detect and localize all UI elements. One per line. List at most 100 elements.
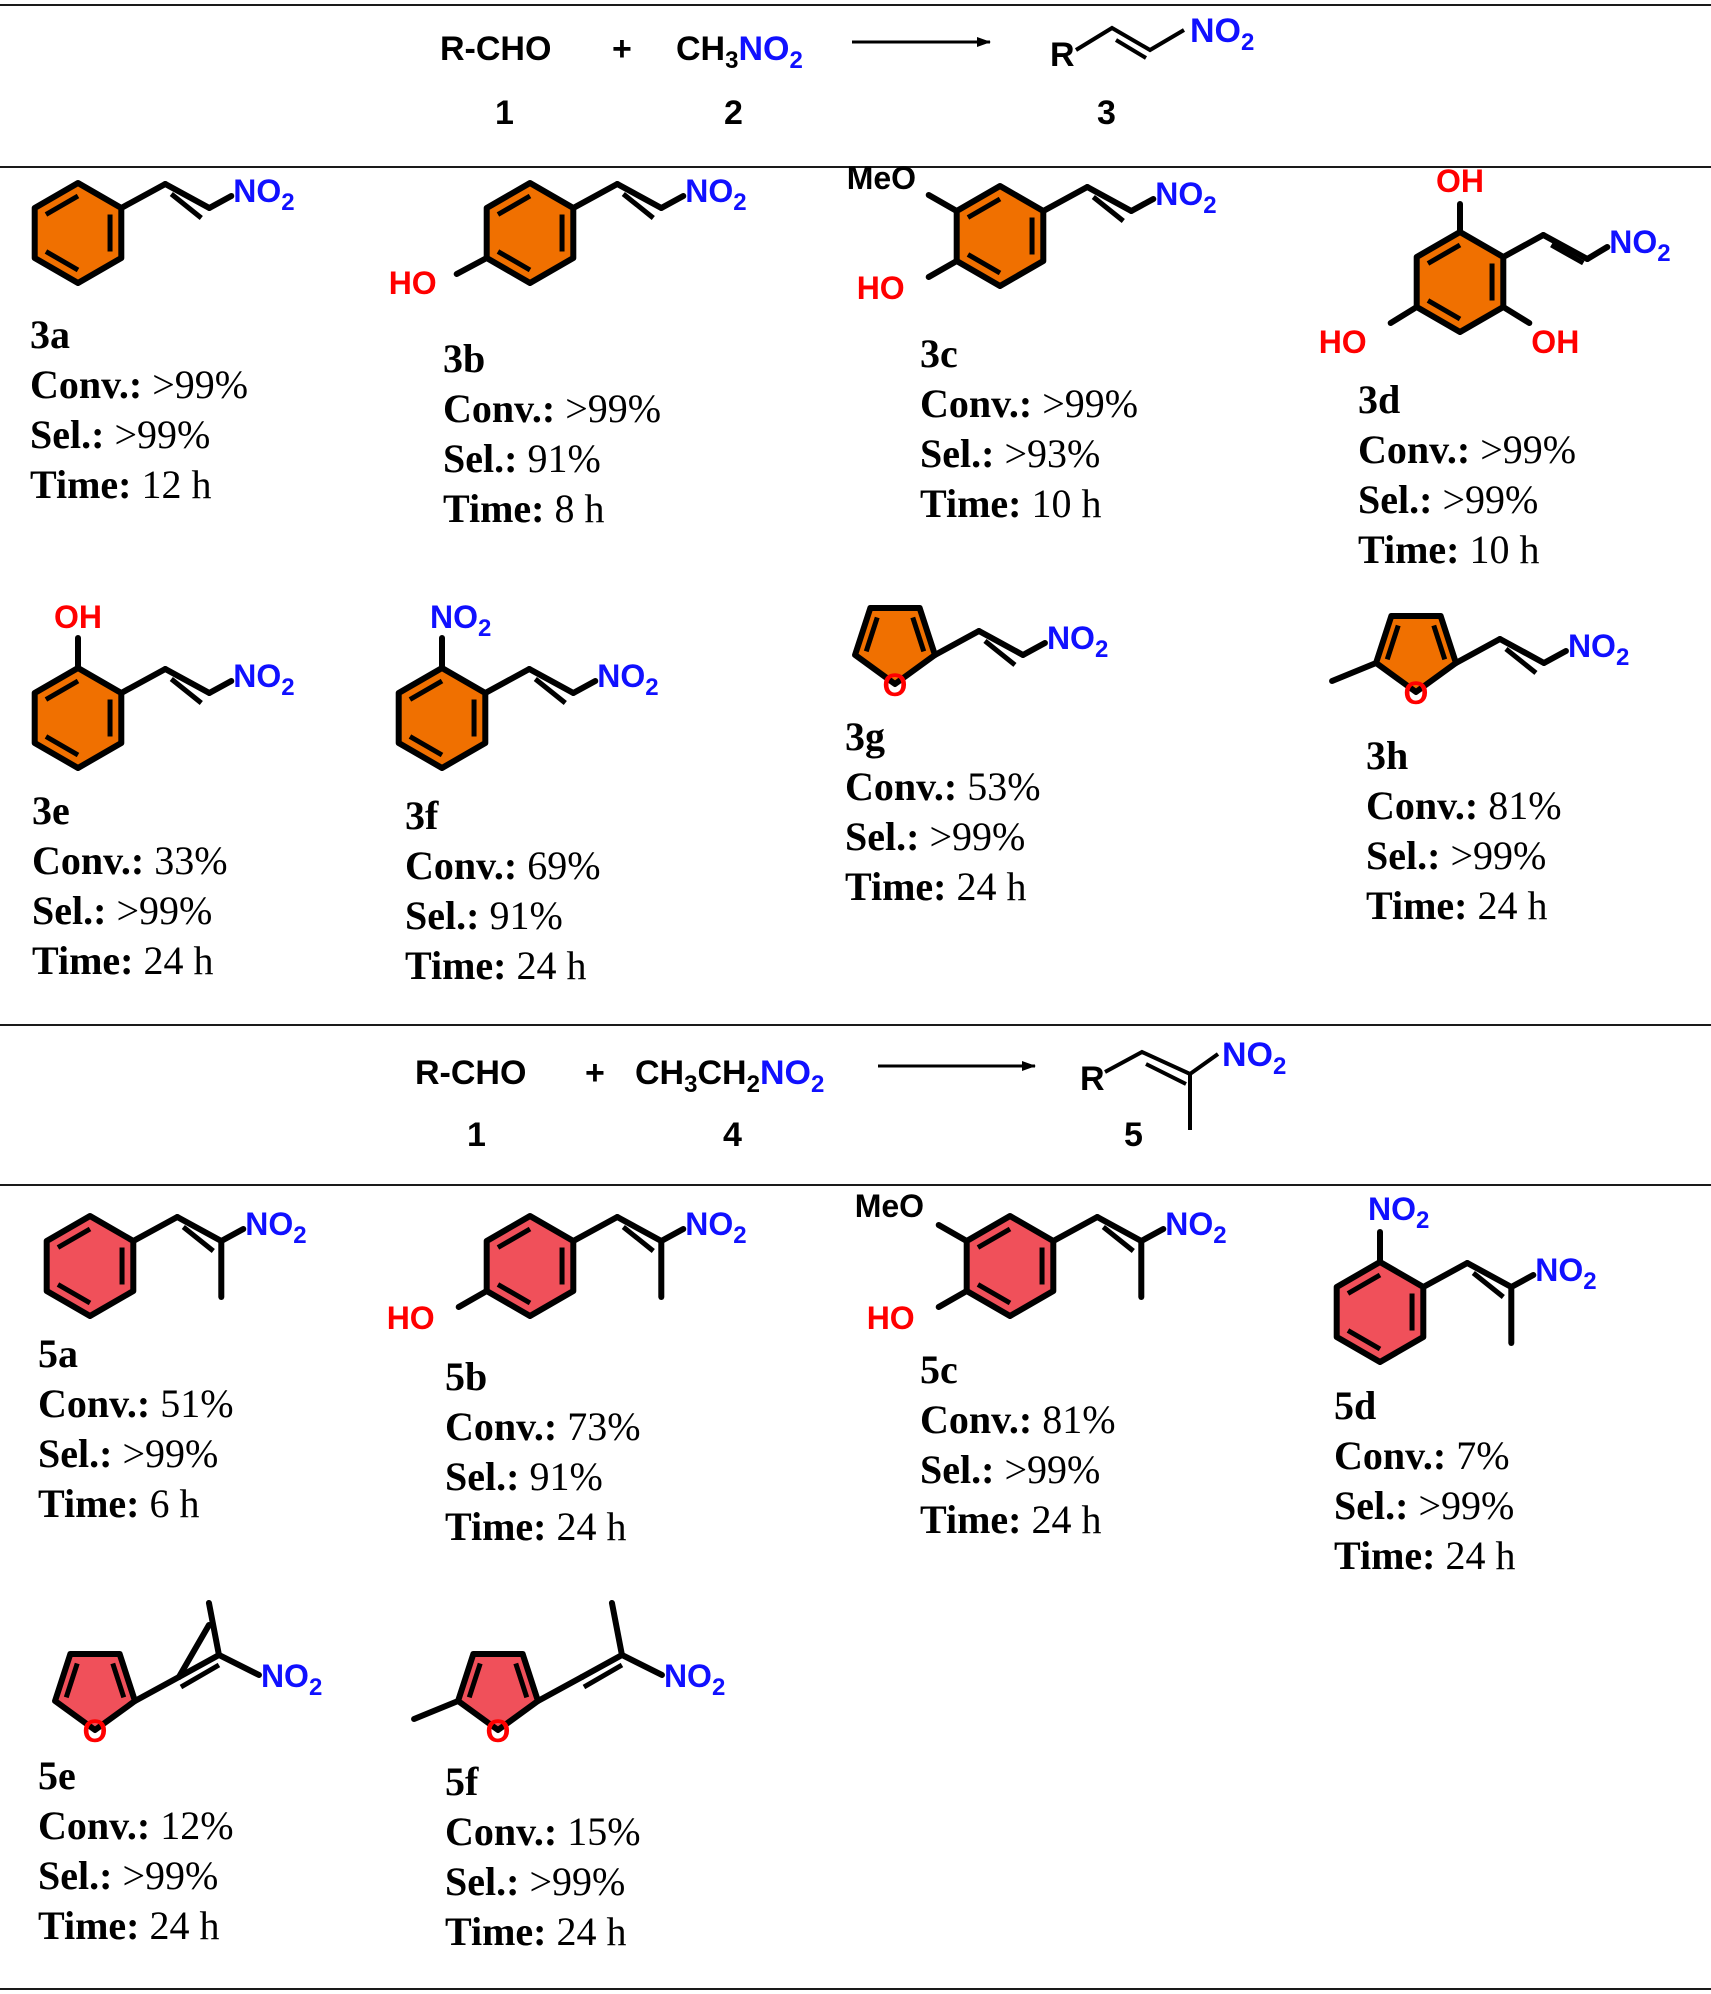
bond (218, 1226, 247, 1244)
selectivity-label: Sel.: (920, 1447, 995, 1492)
selectivity-row: Sel.: 91% (445, 1452, 641, 1502)
ring-double-bond (44, 193, 80, 217)
atom-label: NO2 (1368, 1191, 1429, 1234)
atom-label: HO (387, 1300, 435, 1336)
compound-id: 5b (445, 1354, 488, 1399)
divider-section (0, 1024, 1711, 1026)
ring-double-bond (976, 1226, 1012, 1250)
reactant-formula: R-CHO (415, 1054, 526, 1092)
bond (162, 181, 213, 211)
reaction-time-row: Time: 24 h (405, 941, 601, 991)
bond (570, 181, 621, 211)
chain-double-bond (169, 677, 203, 705)
ring-double-bond (110, 1662, 127, 1699)
label-reagent: 4 (723, 1116, 742, 1154)
reaction-time-value: 24 h (556, 1909, 627, 1954)
conversion-value: 81% (1488, 783, 1562, 828)
bond (618, 1651, 665, 1678)
atom-label: HO (389, 265, 437, 301)
selectivity-row: Sel.: 91% (443, 434, 661, 484)
bond (578, 1651, 625, 1680)
bond (534, 1673, 585, 1704)
chain-double-bond (1091, 195, 1125, 223)
reaction-time-label: Time: (445, 1909, 547, 1954)
reaction-time-row: Time: 24 h (1366, 881, 1562, 931)
atom-label: NO2 (245, 1206, 306, 1249)
conversion-label: Conv.: (1358, 427, 1471, 472)
bond (215, 1651, 262, 1678)
reaction-time-label: Time: (1366, 883, 1468, 928)
bond (1540, 647, 1569, 666)
conversion-row: Conv.: 81% (1366, 781, 1562, 831)
compound-id: 3g (845, 714, 885, 759)
product-nitro-group: NO2 (1222, 1036, 1286, 1080)
chain-double-bond (169, 192, 203, 220)
conversion-value: 53% (967, 764, 1041, 809)
reaction-time-row: Time: 8 h (443, 484, 661, 534)
bond (614, 181, 665, 211)
label-reactant: 1 (495, 94, 514, 132)
bond (1500, 232, 1547, 260)
reaction-time-label: Time: (445, 1504, 547, 1549)
reaction-time-label: Time: (30, 462, 132, 507)
atom-label: NO2 (1609, 224, 1670, 267)
conversion-label: Conv.: (445, 1404, 558, 1449)
reaction-time-row: Time: 10 h (920, 479, 1138, 529)
reaction-time-row: Time: 24 h (32, 936, 228, 986)
conversion-label: Conv.: (405, 843, 518, 888)
label-reagent: 2 (724, 94, 743, 132)
conversion-value: >99% (565, 386, 662, 431)
selectivity-value: >93% (1004, 431, 1101, 476)
ring-double-bond (44, 249, 80, 273)
reaction-time-label: Time: (1358, 527, 1460, 572)
selectivity-value: >99% (114, 412, 211, 457)
reaction-time-value: 10 h (1469, 527, 1540, 572)
selectivity-label: Sel.: (443, 436, 518, 481)
atom-label: NO2 (597, 658, 658, 701)
ring-double-bond (1346, 1272, 1382, 1296)
selectivity-row: Sel.: >99% (38, 1851, 234, 1901)
selectivity-row: Sel.: >99% (845, 812, 1041, 862)
selectivity-row: Sel.: >99% (1358, 475, 1576, 525)
conversion-label: Conv.: (38, 1803, 151, 1848)
product-nitro-group: NO2 (1190, 12, 1254, 56)
ring-double-bond (513, 1662, 530, 1699)
product-bond (1104, 1049, 1220, 1077)
conversion-row: Conv.: 81% (920, 1395, 1116, 1445)
atom-label: OH (1531, 324, 1579, 360)
atom-label: NO2 (430, 599, 491, 642)
atom-label: NO2 (685, 1206, 746, 1249)
reagent-formula: CH3NO2 (676, 30, 803, 74)
selectivity-row: Sel.: >99% (30, 410, 248, 460)
conversion-label: Conv.: (445, 1809, 558, 1854)
bond (1128, 196, 1157, 214)
reaction-time-label: Time: (1334, 1533, 1436, 1578)
conversion-row: Conv.: >99% (920, 379, 1138, 429)
selectivity-row: Sel.: >93% (920, 429, 1138, 479)
reaction-time-label: Time: (38, 1481, 140, 1526)
bond (1500, 304, 1533, 326)
divider-bottom (0, 1988, 1711, 1990)
atom-label: NO2 (1535, 1252, 1596, 1295)
conversion-row: Conv.: 51% (38, 1379, 234, 1429)
selectivity-label: Sel.: (1366, 833, 1441, 878)
conversion-label: Conv.: (1366, 783, 1479, 828)
reaction-time-value: 24 h (956, 864, 1027, 909)
ring-double-bond (1426, 242, 1462, 266)
label-product: 3 (1097, 94, 1116, 132)
reaction-time-label: Time: (920, 481, 1022, 526)
atom-label: NO2 (1047, 620, 1108, 663)
reaction-time-row: Time: 24 h (38, 1901, 234, 1951)
ring-double-bond (1384, 624, 1401, 661)
conversion-row: Conv.: 53% (845, 762, 1041, 812)
chain-double-bond (582, 1662, 624, 1690)
atom-label: NO2 (1568, 628, 1629, 671)
atom-label: NO2 (233, 658, 294, 701)
reaction-time-label: Time: (845, 864, 947, 909)
